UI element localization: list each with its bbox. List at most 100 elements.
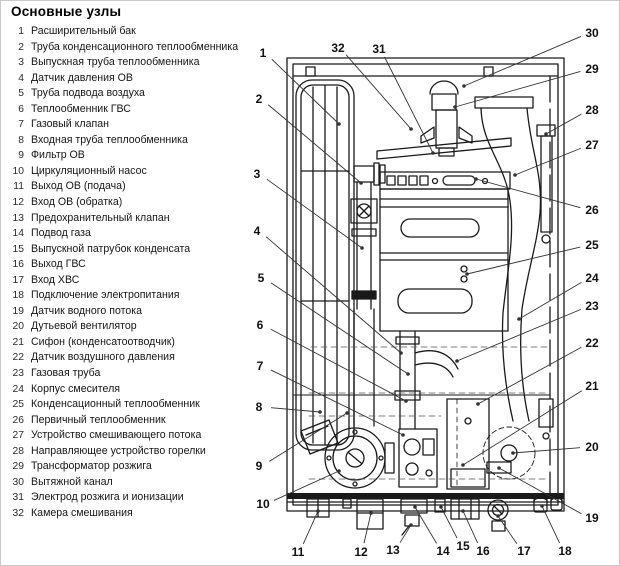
pump-assembly xyxy=(292,394,551,489)
callout-target-dot xyxy=(360,246,364,250)
legend-item-label: Сифон (конденсатоотводчик) xyxy=(31,335,175,348)
legend-item: 5 Труба подвода воздуха xyxy=(9,86,257,102)
legend-item-number: 25 xyxy=(12,399,24,411)
callout-leader-line xyxy=(454,70,581,108)
legend-item-number: 17 xyxy=(12,274,24,286)
callout-target-dot xyxy=(359,181,363,185)
legend-item-label: Труба подвода воздуха xyxy=(31,87,145,100)
legend-rows: 1 Расширительный бак 2 Труба конденсацио… xyxy=(9,24,257,522)
legend-item-number: 10 xyxy=(12,165,24,177)
callout-number: 6 xyxy=(257,318,264,332)
callout-number: 20 xyxy=(585,440,599,454)
legend-item-label: Теплообменник ГВС xyxy=(31,102,131,115)
callout-leader-line xyxy=(514,147,581,176)
callout-target-dot xyxy=(455,359,459,363)
legend-item: 27 Устройство смешивающего потока xyxy=(9,428,257,444)
legend-item: 12 Вход ОВ (обратка) xyxy=(9,195,257,211)
legend-item-number: 32 xyxy=(12,507,24,519)
fan-assembly xyxy=(420,80,473,157)
callout-leader-line xyxy=(440,506,458,539)
legend-item: 3 Выпускная труба теплообменника xyxy=(9,55,257,71)
legend-item: 2 Труба конденсационного теплообменника xyxy=(9,40,257,56)
boiler-diagram: 1234567891011121314151617181920212223242… xyxy=(254,26,599,559)
legend-item-label: Дутьевой вентилятор xyxy=(31,320,137,333)
heat-exchanger-block xyxy=(379,188,509,332)
callout-leader-line xyxy=(512,447,581,454)
legend-item-number: 20 xyxy=(12,321,24,333)
legend-item-number: 27 xyxy=(12,430,24,442)
legend-item: 8 Входная труба теплообменника xyxy=(9,133,257,149)
callout-number: 25 xyxy=(585,238,599,252)
mixing-duct xyxy=(474,96,542,422)
callout-target-dot xyxy=(401,433,405,437)
legend-item: 32 Камера смешивания xyxy=(9,506,257,522)
callout-target-dot xyxy=(345,411,349,415)
legend-item-number: 23 xyxy=(12,368,24,380)
callout-number: 23 xyxy=(585,299,599,313)
legend-item: 17 Вход ХВС xyxy=(9,273,257,289)
callout-number: 24 xyxy=(585,271,599,285)
parts-legend: Основные узлы 1 Расширительный бак 2 Тру… xyxy=(9,2,257,522)
callout-leader-line xyxy=(266,178,363,249)
air-supply-pipe xyxy=(394,330,421,430)
callout-leader-line xyxy=(477,346,582,405)
legend-item-number: 15 xyxy=(12,243,24,255)
legend-item-label: Фильтр ОВ xyxy=(31,149,85,162)
callout-number: 19 xyxy=(585,511,599,525)
legend-item-label: Датчик водного потока xyxy=(31,304,143,317)
legend-item-label: Газовый клапан xyxy=(31,118,109,131)
callout-leader-line xyxy=(462,390,583,466)
callout-target-dot xyxy=(496,514,500,518)
callout-leader-line xyxy=(302,510,319,545)
callout-number: 27 xyxy=(585,138,599,152)
callout-target-dot xyxy=(316,509,320,513)
legend-item-label: Выход ОВ (подача) xyxy=(31,180,126,193)
legend-item: 23 Газовая труба xyxy=(9,366,257,382)
callout-leader-line xyxy=(271,58,340,125)
legend-item-number: 2 xyxy=(18,41,24,53)
legend-item-label: Направляющее устройство горелки xyxy=(31,444,206,457)
callout-target-dot xyxy=(399,351,403,355)
legend-item-number: 11 xyxy=(13,181,24,193)
burner-guide xyxy=(536,124,556,440)
legend-item: 21 Сифон (конденсатоотводчик) xyxy=(9,335,257,351)
legend-item: 13 Предохранительный клапан xyxy=(9,211,257,227)
legend-item: 1 Расширительный бак xyxy=(9,24,257,40)
callout-target-dot xyxy=(431,151,435,155)
callout-leader-line xyxy=(270,328,407,402)
callout-leader-line xyxy=(265,236,402,354)
callout-target-dot xyxy=(497,466,501,470)
callout-number: 26 xyxy=(585,203,599,217)
callout-leader-line xyxy=(363,512,372,544)
legend-item-label: Выпускная труба теплообменника xyxy=(31,56,200,69)
callout-leader-line xyxy=(466,246,581,275)
callout-target-dot xyxy=(337,122,341,126)
gas-valve xyxy=(398,428,438,488)
legend-item: 14 Подвод газа xyxy=(9,226,257,242)
callout-leader-line xyxy=(399,524,412,543)
callout-target-dot xyxy=(511,451,515,455)
callout-leader-line xyxy=(270,369,404,436)
legend-item-number: 5 xyxy=(18,88,24,100)
legend-item-number: 9 xyxy=(18,150,24,162)
legend-item-number: 12 xyxy=(12,197,24,209)
callout-number: 14 xyxy=(436,544,450,558)
callout-number: 4 xyxy=(254,224,261,238)
legend-item-number: 21 xyxy=(12,336,24,348)
gas-pipe xyxy=(414,350,459,378)
legend-item-number: 13 xyxy=(12,212,24,224)
boiler-casing xyxy=(286,57,565,512)
legend-item-label: Циркуляционный насос xyxy=(31,164,147,177)
callout-number: 12 xyxy=(354,545,368,559)
callout-leader-line xyxy=(273,470,340,501)
callout-target-dot xyxy=(369,511,373,515)
callout-target-dot xyxy=(337,469,341,473)
legend-item-number: 18 xyxy=(12,290,24,302)
callout-number: 11 xyxy=(292,545,305,559)
callout-target-dot xyxy=(513,173,517,177)
legend-item-number: 7 xyxy=(18,119,24,131)
legend-item: 15 Выпускной патрубок конденсата xyxy=(9,242,257,258)
legend-item-number: 3 xyxy=(18,57,24,69)
legend-item: 4 Датчик давления ОВ xyxy=(9,71,257,87)
callout-number: 22 xyxy=(585,336,599,350)
